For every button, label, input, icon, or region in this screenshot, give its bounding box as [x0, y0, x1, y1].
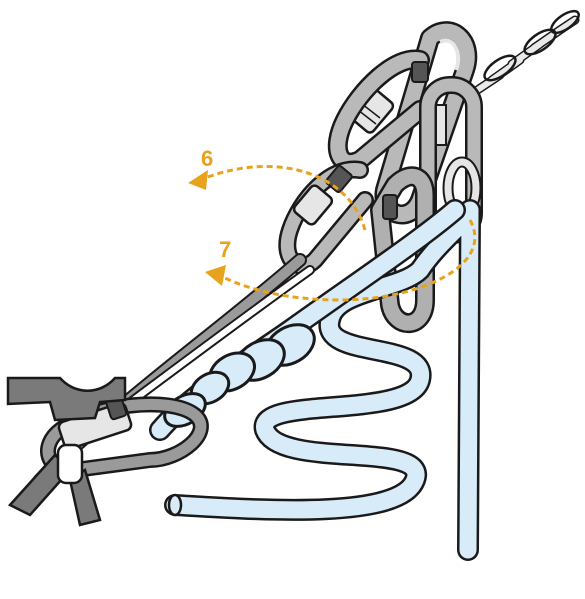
anchor-chain [465, 9, 580, 100]
step-7-arrow [205, 219, 477, 302]
harness [6, 376, 127, 527]
step-7-label: 7 [219, 237, 231, 262]
step-6-arrow [188, 164, 367, 231]
rope-coil [164, 199, 481, 561]
step-6-label: 6 [201, 146, 213, 171]
rope-carabiner [370, 166, 435, 334]
screw-gate-icon [349, 88, 395, 134]
